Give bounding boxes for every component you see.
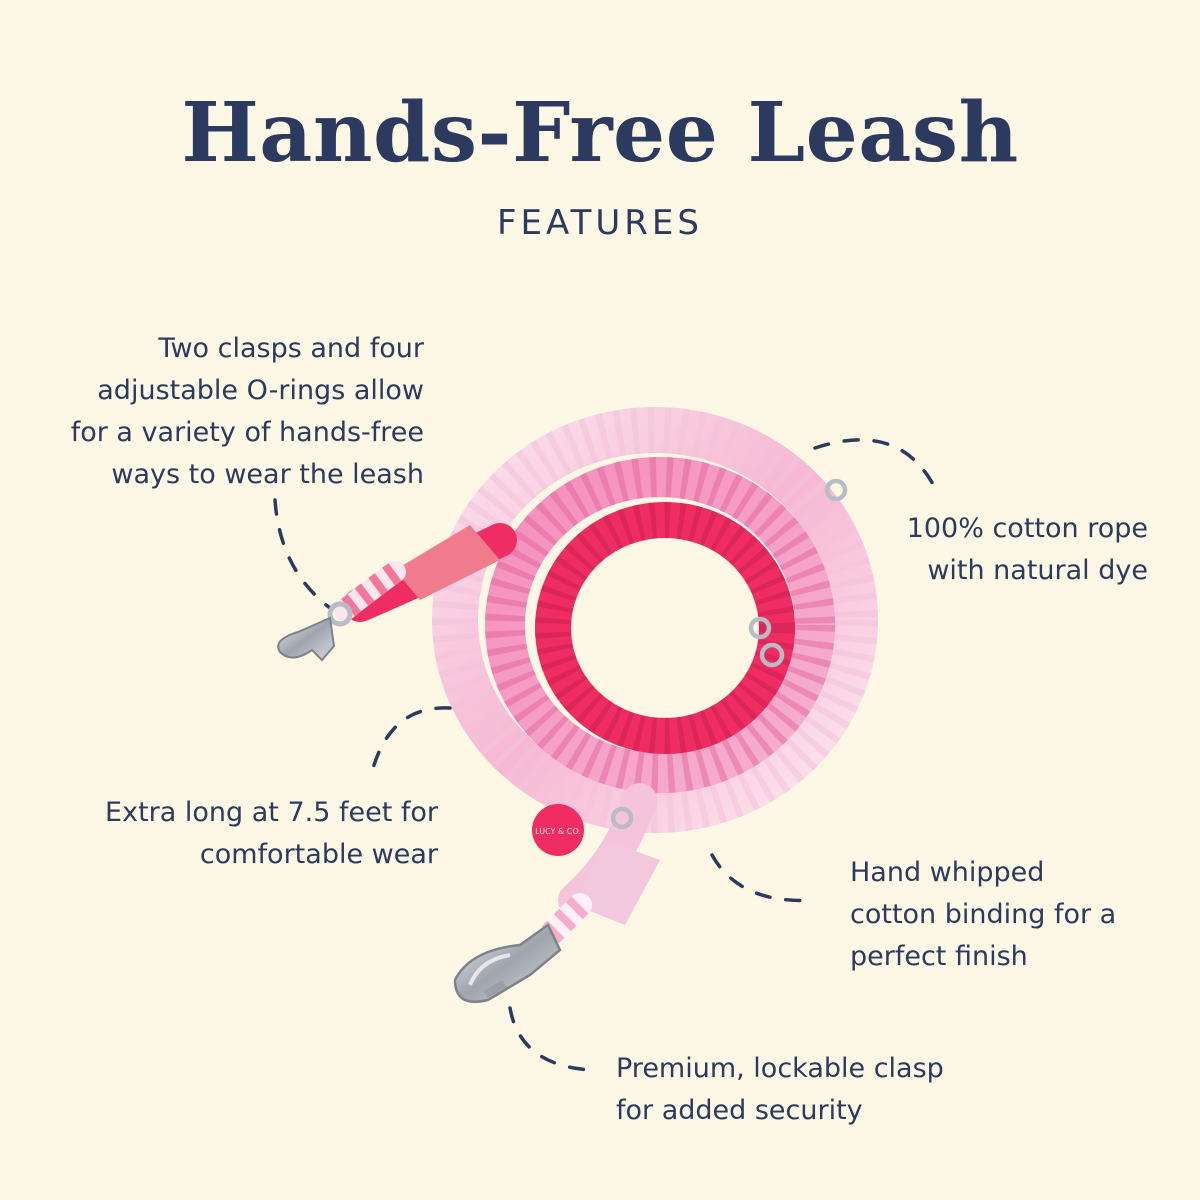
feature-text-line: with natural dye	[927, 555, 1148, 586]
pointer-line-length	[370, 706, 452, 774]
pointer-line-clasps	[273, 498, 332, 610]
o-ring-icons	[610, 478, 848, 830]
feature-text-line: Premium, lockable clasp	[616, 1053, 944, 1084]
feature-hand-whipped: Hand whipped cotton binding for a perfec…	[850, 852, 1116, 978]
rope-coil	[432, 407, 878, 833]
feature-text-line: cotton binding for a	[850, 899, 1117, 930]
feature-text-line: Hand whipped	[850, 857, 1045, 888]
page-title: Hands-Free Leash	[181, 85, 1019, 181]
brand-tag-logo: LUCY & CO.	[535, 827, 581, 836]
o-ring-icon	[759, 642, 785, 668]
feature-text-line: perfect finish	[850, 941, 1028, 972]
pointer-lines	[273, 438, 937, 1072]
rope-tail-lower	[533, 783, 660, 952]
feature-text-line: 100% cotton rope	[906, 513, 1148, 544]
feature-text-line: Two clasps and four	[158, 333, 424, 364]
pointer-line-clasp-security	[508, 1006, 592, 1072]
feature-text-line: ways to wear the leash	[111, 459, 424, 490]
brand-tag-icon: LUCY & CO.	[532, 804, 584, 856]
feature-text-line: adjustable O-rings allow	[97, 375, 424, 406]
feature-text-line: for added security	[616, 1095, 863, 1126]
o-ring-icon	[610, 806, 634, 830]
feature-text-line: for a variety of hands-free	[70, 417, 424, 448]
page-subtitle: FEATURES	[496, 203, 703, 243]
o-ring-icon	[824, 478, 848, 502]
feature-clasps-orings: Two clasps and four adjustable O-rings a…	[71, 328, 424, 496]
o-ring-icon	[748, 616, 772, 640]
upper-clasp-icon	[277, 601, 353, 662]
pointer-line-cotton	[813, 438, 937, 490]
feature-cotton-rope: 100% cotton rope with natural dye	[907, 508, 1148, 592]
feature-extra-long: Extra long at 7.5 feet for comfortable w…	[105, 792, 438, 876]
feature-text-line: comfortable wear	[199, 839, 438, 870]
pointer-line-binding	[710, 853, 817, 903]
feature-lockable-clasp: Premium, lockable clasp for added securi…	[616, 1048, 944, 1132]
feature-text-line: Extra long at 7.5 feet for	[105, 797, 438, 828]
lower-clasp-icon	[453, 923, 562, 1003]
